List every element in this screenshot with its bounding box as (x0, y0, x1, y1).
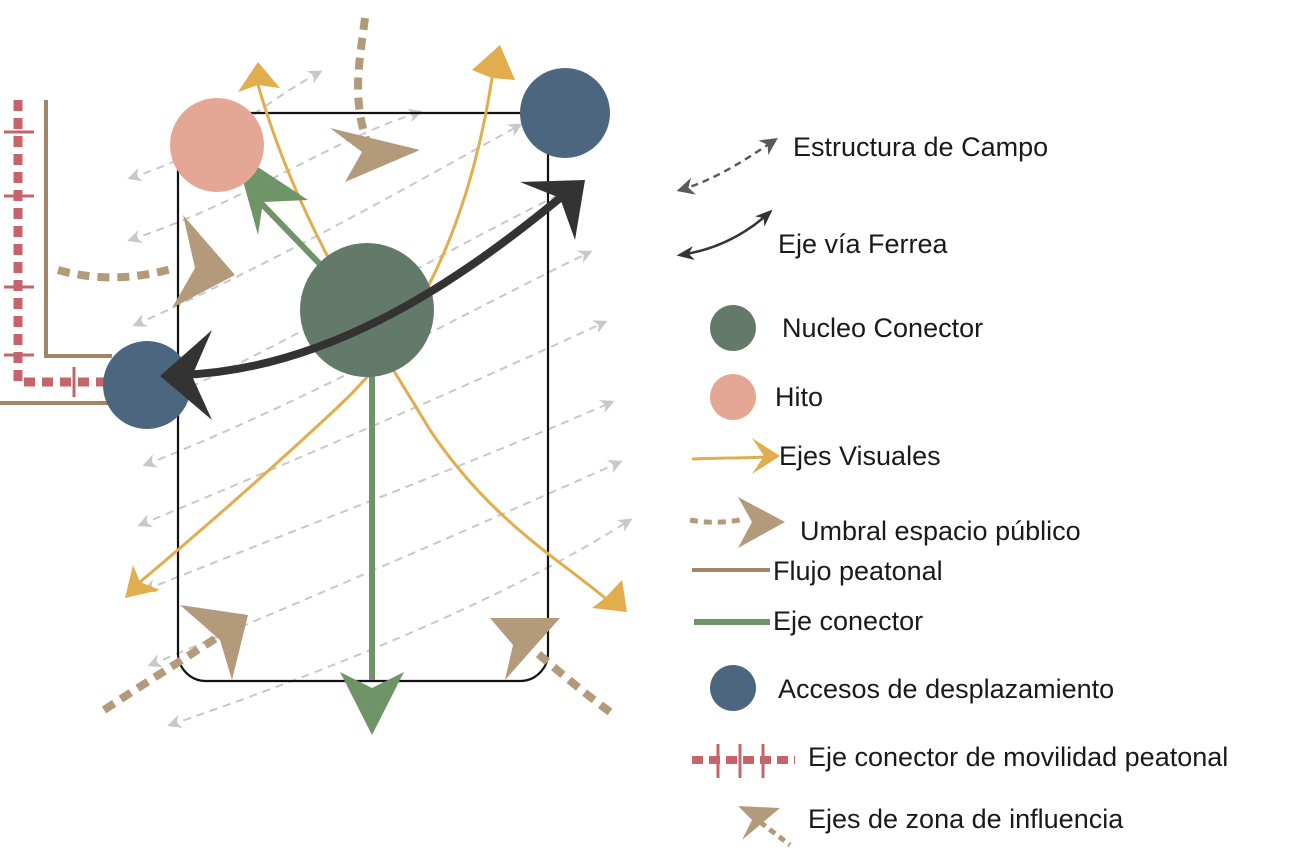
legend-item-public-threshold: Umbral espacio público (689, 497, 1081, 548)
legend-threshold-arrowhead (738, 497, 785, 548)
influence-dash (101, 624, 235, 714)
legend-item-visual-axes: Ejes Visuales (691, 438, 941, 474)
field-line (167, 518, 633, 728)
access-node (520, 68, 610, 158)
visual-axis-arrowhead (472, 45, 515, 80)
legend-item-connector-axis: Eje conector (694, 606, 923, 636)
legend: Estructura de Campo Eje vía Ferrea Nucle… (676, 132, 1228, 847)
legend-label: Eje vía Ferrea (778, 229, 949, 259)
legend-item-influence-axes: Ejes de zona de influencia (738, 804, 1124, 847)
legend-visual-axes-arrowhead (752, 438, 780, 474)
legend-threshold-dash (689, 517, 741, 525)
public-threshold-arrows (56, 17, 420, 308)
legend-item-pedestrian-flow: Flujo peatonal (692, 556, 943, 586)
legend-connector-core-symbol (710, 305, 756, 351)
influence-dash (517, 634, 613, 716)
threshold-arrowhead (172, 215, 235, 308)
rail-axis-curve (179, 194, 563, 379)
mobility-axis-dash-line (13, 100, 168, 387)
legend-label: Eje conector de movilidad peatonal (808, 742, 1228, 772)
legend-access-points-symbol (710, 665, 756, 711)
threshold-dash (56, 264, 177, 282)
visual-axes-arrowheads (125, 45, 627, 612)
visual-axis-arrowhead (238, 62, 280, 92)
threshold-dash (354, 17, 374, 152)
legend-field-structure-symbol (676, 138, 778, 195)
field-line (137, 320, 608, 528)
influence-arrowhead (490, 618, 560, 680)
landmark-node (170, 98, 264, 192)
legend-item-connector-core: Nucleo Conector (710, 305, 983, 351)
block-outline (176, 111, 550, 683)
influence-zone-axes (101, 605, 613, 716)
rail-axis-arrowhead (520, 180, 585, 240)
visual-axis-line (139, 77, 494, 584)
visual-axis-arrowhead (592, 580, 627, 612)
legend-landmark-symbol (710, 374, 756, 420)
legend-label: Nucleo Conector (782, 313, 983, 343)
legend-label: Eje conector (773, 606, 923, 636)
legend-label: Hito (775, 382, 823, 412)
legend-label: Flujo peatonal (773, 556, 943, 586)
influence-arrowhead (180, 605, 248, 680)
legend-item-access-points: Accesos de desplazamiento (710, 665, 1114, 711)
pedestrian-flow-line (44, 100, 112, 358)
legend-rail-axis-symbol (676, 209, 773, 260)
rail-axis (160, 180, 585, 420)
legend-item-field-structure: Estructura de Campo (676, 132, 1048, 195)
rail-axis-arrowhead (160, 330, 212, 420)
legend-item-rail-axis: Eje vía Ferrea (676, 209, 949, 260)
legend-label: Umbral espacio público (800, 516, 1081, 546)
connector-axis-arrowhead (340, 672, 404, 735)
legend-label: Estructura de Campo (793, 132, 1048, 162)
legend-visual-axes-line (691, 455, 766, 461)
legend-label: Ejes Visuales (779, 441, 941, 471)
connector-core-node (300, 243, 434, 377)
legend-influence-dash (758, 820, 792, 847)
pedestrian-flow-lines (0, 100, 112, 405)
visual-axis-arrowhead (125, 565, 160, 598)
legend-label: Accesos de desplazamiento (778, 674, 1114, 704)
access-node (103, 341, 191, 429)
legend-label: Ejes de zona de influencia (808, 804, 1124, 834)
threshold-arrowhead (330, 128, 420, 182)
field-line (147, 460, 623, 668)
legend-item-landmark: Hito (710, 374, 823, 420)
legend-item-pedestrian-mobility-axis: Eje conector de movilidad peatonal (692, 742, 1228, 778)
legend-influence-arrowhead (738, 806, 780, 840)
